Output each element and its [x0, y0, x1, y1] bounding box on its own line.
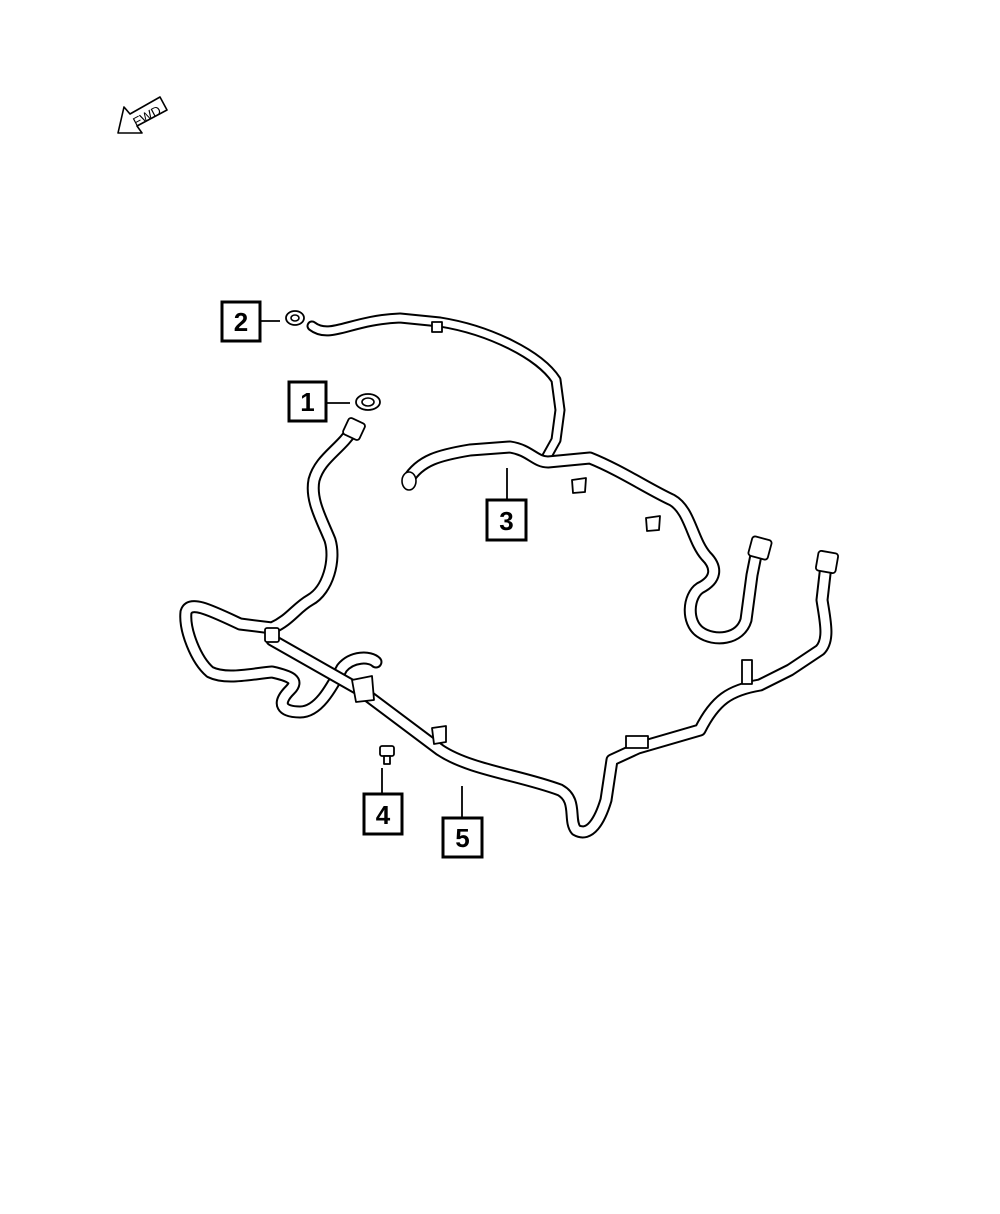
hose-3	[401, 440, 773, 645]
callout-4: 4	[362, 792, 404, 836]
clamp-part-2	[285, 310, 305, 326]
fwd-arrow-icon: FWD	[117, 96, 168, 134]
callout-1-label: 1	[300, 387, 314, 417]
hose-5	[179, 417, 840, 839]
callout-3: 3	[485, 498, 528, 542]
bolt-part-4	[379, 745, 395, 765]
callout-3-label: 3	[499, 506, 513, 536]
callout-2-label: 2	[234, 307, 248, 337]
callout-2: 2	[220, 300, 262, 343]
clamp-part-1	[355, 393, 381, 411]
fwd-label: FWD	[130, 103, 163, 130]
callout-4-label: 4	[376, 800, 391, 830]
callout-5: 5	[441, 816, 484, 859]
callout-5-label: 5	[455, 823, 469, 853]
hose-upper-branch	[306, 312, 566, 464]
callout-1: 1	[287, 380, 328, 423]
